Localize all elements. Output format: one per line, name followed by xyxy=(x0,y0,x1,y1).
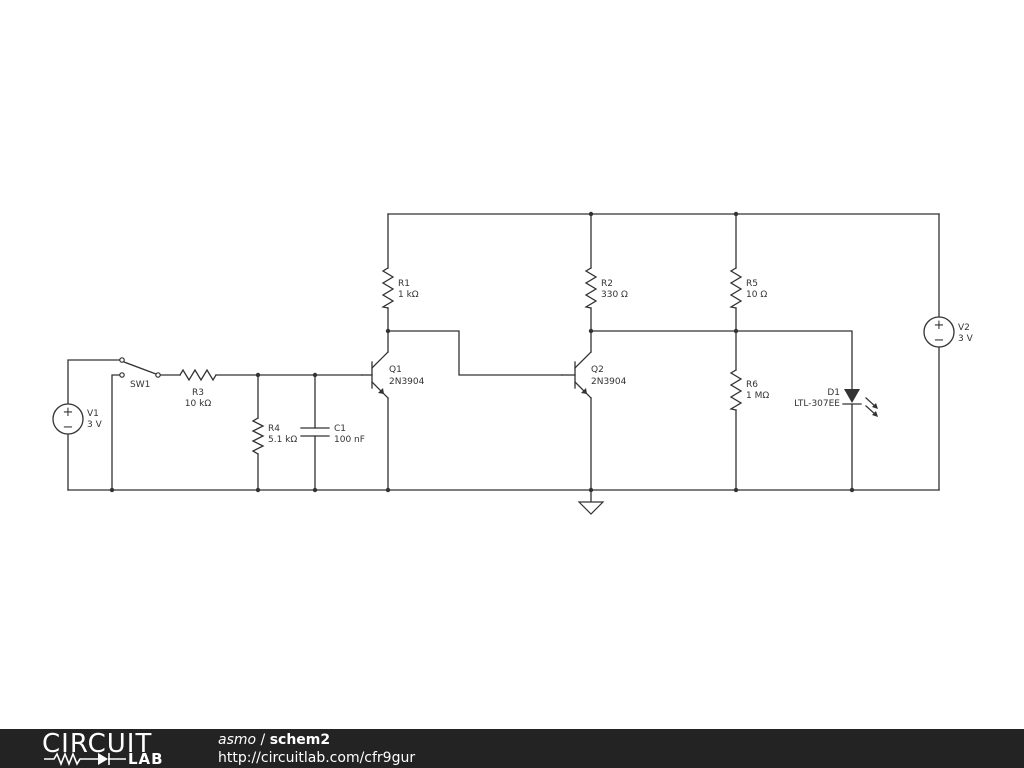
circuit-schematic: R1 1 kΩ R2 330 Ω R5 10 Ω R6 1 MΩ R3 10 k… xyxy=(52,211,974,515)
v2-value: 3 V xyxy=(958,334,974,344)
r2-name: R2 xyxy=(601,279,613,289)
circuitlab-logo[interactable]: CIRCUIT LAB xyxy=(42,729,177,768)
switch-sw1-symbol xyxy=(119,357,161,378)
v1-value: 3 V xyxy=(87,420,103,430)
q2-name: Q2 xyxy=(591,365,604,375)
wires xyxy=(67,213,940,503)
svg-text:−: − xyxy=(934,333,945,348)
ground-symbol xyxy=(577,501,605,515)
v1-name: V1 xyxy=(87,409,99,419)
svg-text:+: + xyxy=(63,405,74,420)
d1-value: LTL-307EE xyxy=(794,399,840,409)
logo-waveform-icon xyxy=(44,751,126,767)
voltage-source-v2-symbol: + − xyxy=(923,316,955,348)
r1-value: 1 kΩ xyxy=(398,290,419,300)
resistor-r4-symbol xyxy=(251,417,265,455)
q1-value: 2N3904 xyxy=(389,377,425,387)
capacitor-c1-symbol xyxy=(300,427,330,437)
svg-text:+: + xyxy=(934,318,945,333)
r6-name: R6 xyxy=(746,380,758,390)
svg-text:−: − xyxy=(63,420,74,435)
sw1-name: SW1 xyxy=(130,380,150,390)
r4-name: R4 xyxy=(268,424,280,434)
title-separator: / xyxy=(256,732,270,748)
resistor-r5-symbol xyxy=(729,267,743,309)
r5-name: R5 xyxy=(746,279,758,289)
r3-name: R3 xyxy=(192,388,204,398)
schematic-meta: asmo / schem2 http://circuitlab.com/cfr9… xyxy=(218,731,415,767)
schematic-url[interactable]: http://circuitlab.com/cfr9gur xyxy=(218,750,416,766)
r2-value: 330 Ω xyxy=(601,290,628,300)
r1-name: R1 xyxy=(398,279,410,289)
q2-value: 2N3904 xyxy=(591,377,627,387)
c1-name: C1 xyxy=(334,424,346,434)
r4-value: 5.1 kΩ xyxy=(268,435,297,445)
r3-value: 10 kΩ xyxy=(185,399,212,409)
r6-value: 1 MΩ xyxy=(746,391,769,401)
schematic-title[interactable]: schem2 xyxy=(269,732,331,748)
voltage-source-v1-symbol: + − xyxy=(52,403,84,435)
author-link[interactable]: asmo xyxy=(218,732,257,748)
r5-value: 10 Ω xyxy=(746,290,767,300)
led-d1-symbol xyxy=(842,389,878,417)
logo-text-circuit: CIRCUIT xyxy=(42,729,153,759)
d1-name: D1 xyxy=(827,388,840,398)
q1-name: Q1 xyxy=(389,365,402,375)
schematic-title-line: asmo / schem2 xyxy=(218,731,415,749)
v2-name: V2 xyxy=(958,323,970,333)
c1-value: 100 nF xyxy=(334,435,365,445)
resistor-r2-symbol xyxy=(584,267,598,309)
junction-dots xyxy=(109,211,855,493)
logo-text-lab: LAB xyxy=(128,750,164,768)
transistor-q2-symbol xyxy=(561,351,592,399)
resistor-r1-symbol xyxy=(381,267,395,309)
resistor-r3-symbol xyxy=(179,368,217,382)
footer-bar: CIRCUIT LAB asmo / schem2 http://circuit… xyxy=(0,729,1024,768)
transistor-q1-symbol xyxy=(361,351,389,399)
resistor-r6-symbol xyxy=(729,369,743,411)
